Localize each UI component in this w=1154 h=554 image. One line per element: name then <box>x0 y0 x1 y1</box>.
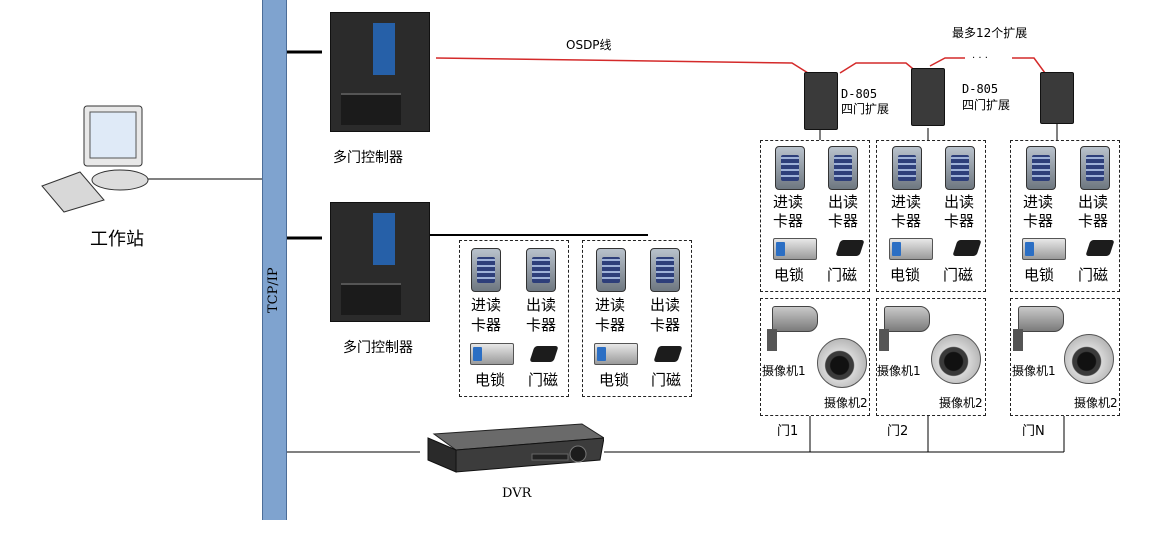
dvr-device-icon <box>420 420 606 476</box>
reader-out-label-2: 卡器 <box>649 316 680 334</box>
tcpip-bus-label: TCP/IP <box>266 267 281 313</box>
reader-in-icon <box>471 248 501 292</box>
module-2-model: D-805 <box>962 82 999 96</box>
door-1-access-box <box>760 140 870 292</box>
controller-1-label: 多门控制器 <box>333 150 403 166</box>
lock-label: 电锁 <box>474 371 505 389</box>
magnet-label: 门磁 <box>942 266 973 284</box>
electric-lock-icon <box>889 238 933 260</box>
reader-in-label-2: 卡器 <box>594 316 625 334</box>
reader-out-label-2: 卡器 <box>943 212 974 230</box>
lock-label: 电锁 <box>773 266 804 284</box>
reader-out-label-2: 卡器 <box>827 212 858 230</box>
magnet-label: 门磁 <box>826 266 857 284</box>
bullet-camera-icon <box>1013 306 1064 351</box>
tcpip-bus <box>262 0 287 520</box>
bullet-camera-icon <box>767 306 818 351</box>
camera2-label: 摄像机2 <box>1074 396 1118 410</box>
electric-lock-icon <box>594 343 638 365</box>
d805-module-n <box>1040 72 1074 124</box>
workstation-computer-icon <box>40 104 150 214</box>
reader-out-label-1: 出读 <box>827 193 858 211</box>
workstation-label: 工作站 <box>90 229 144 250</box>
reader-out-icon <box>650 248 680 292</box>
reader-in-icon <box>892 146 922 190</box>
expansion-dots: · · · <box>972 53 988 64</box>
reader-out-label-1: 出读 <box>649 296 680 314</box>
reader-in-label-1: 进读 <box>772 193 803 211</box>
reader-in-label-1: 进读 <box>1022 193 1053 211</box>
reader-in-label-1: 进读 <box>890 193 921 211</box>
lock-label: 电锁 <box>889 266 920 284</box>
camera1-label: 摄像机1 <box>1012 364 1056 378</box>
reader-out-label-1: 出读 <box>1077 193 1108 211</box>
multi-door-controller-2 <box>330 202 430 322</box>
camera2-label: 摄像机2 <box>939 396 983 410</box>
dome-camera-icon <box>1064 334 1114 384</box>
d805-module-1 <box>804 72 838 130</box>
dvr-label: DVR <box>502 486 532 501</box>
reader-out-label-2: 卡器 <box>525 316 556 334</box>
reader-in-label-1: 进读 <box>594 296 625 314</box>
dome-camera-icon <box>931 334 981 384</box>
camera1-label: 摄像机1 <box>762 364 806 378</box>
electric-lock-icon <box>773 238 817 260</box>
reader-in-icon <box>775 146 805 190</box>
lock-label: 电锁 <box>1023 266 1054 284</box>
camera2-label: 摄像机2 <box>824 396 868 410</box>
module-1-model: D-805 <box>841 87 878 101</box>
controller-2-label: 多门控制器 <box>343 340 413 356</box>
door-n-access-box <box>1010 140 1120 292</box>
lock-label: 电锁 <box>598 371 629 389</box>
max-expansion-label: 最多12个扩展 <box>952 26 1028 40</box>
multi-door-controller-1 <box>330 12 430 132</box>
magnet-label: 门磁 <box>1077 266 1108 284</box>
reader-out-icon <box>1080 146 1110 190</box>
door-n-camera-box <box>1010 298 1120 416</box>
magnet-label: 门磁 <box>650 371 681 389</box>
module-1-desc: 四门扩展 <box>841 102 890 116</box>
door-1-camera-box <box>760 298 870 416</box>
reader-out-label-1: 出读 <box>943 193 974 211</box>
door-2-access-box <box>876 140 986 292</box>
reader-out-icon <box>526 248 556 292</box>
reader-in-label-2: 卡器 <box>1022 212 1053 230</box>
reader-in-label-1: 进读 <box>470 296 501 314</box>
electric-lock-icon <box>1022 238 1066 260</box>
osdp-label: OSDP线 <box>566 38 612 52</box>
module-2-desc: 四门扩展 <box>962 98 1011 112</box>
reader-out-label-2: 卡器 <box>1077 212 1108 230</box>
reader-in-icon <box>596 248 626 292</box>
door-group-lower-2 <box>582 240 692 397</box>
reader-out-icon <box>828 146 858 190</box>
door-2-label: 门2 <box>887 424 909 439</box>
reader-out-icon <box>945 146 975 190</box>
magnet-label: 门磁 <box>527 371 558 389</box>
reader-in-icon <box>1026 146 1056 190</box>
camera1-label: 摄像机1 <box>877 364 921 378</box>
reader-in-label-2: 卡器 <box>890 212 921 230</box>
dome-camera-icon <box>817 338 867 388</box>
door-n-label: 门N <box>1022 424 1045 439</box>
door-group-lower-1 <box>459 240 569 397</box>
bullet-camera-icon <box>879 306 930 351</box>
reader-in-label-2: 卡器 <box>470 316 501 334</box>
electric-lock-icon <box>470 343 514 365</box>
d805-module-2 <box>911 68 945 126</box>
reader-in-label-2: 卡器 <box>772 212 803 230</box>
door-1-label: 门1 <box>777 424 799 439</box>
reader-out-label-1: 出读 <box>525 296 556 314</box>
door-2-camera-box <box>876 298 986 416</box>
